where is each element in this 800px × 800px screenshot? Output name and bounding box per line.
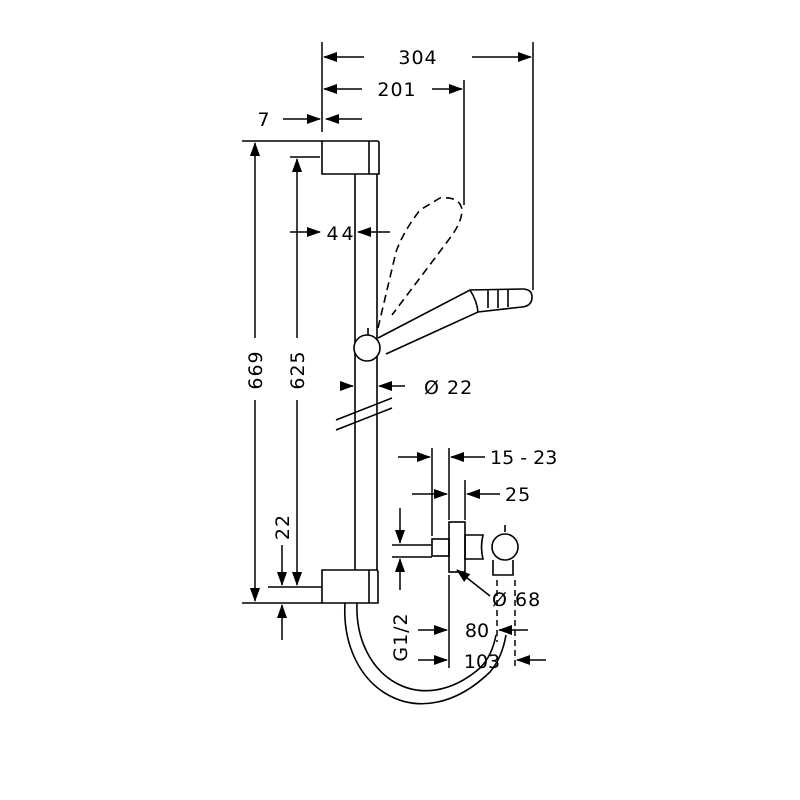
label-rail-spacing: 4 xyxy=(326,223,339,245)
label-holder-offset: 7 xyxy=(257,109,270,131)
rail-break-symbol xyxy=(335,397,393,431)
top-wall-holder xyxy=(321,140,380,175)
valve-thread xyxy=(431,538,450,557)
valve-body xyxy=(464,534,485,560)
label-thread: G1/2 xyxy=(390,612,412,661)
shower-hose-inner xyxy=(356,602,497,692)
label-outlet-distance: 80 xyxy=(465,620,489,642)
label-rail-diameter: Ø 22 xyxy=(424,377,473,399)
valve-rosette xyxy=(448,521,466,573)
valve-elbow xyxy=(491,533,519,561)
handshower-tilted-dashed xyxy=(377,196,463,329)
label-rail-gap: 4 xyxy=(341,223,354,245)
label-valve-depth: 25 xyxy=(505,484,531,506)
dim-dia68-leader xyxy=(456,569,491,597)
handshower-head-rim xyxy=(487,290,509,308)
dimension-labels: 304 201 7 4 4 669 625 22 Ø 22 15 - 23 25… xyxy=(245,47,557,673)
label-rail-height: 625 xyxy=(287,350,309,389)
bottom-wall-holder xyxy=(321,569,379,604)
handshower-head-face xyxy=(469,289,479,313)
valve-outlet xyxy=(492,560,514,576)
label-total-projection: 103 xyxy=(464,651,500,673)
slider-ball xyxy=(353,334,381,362)
label-overall-width: 304 xyxy=(398,47,437,69)
dimension-lines xyxy=(242,42,546,668)
handshower-handle xyxy=(377,288,533,355)
label-total-height: 669 xyxy=(245,350,267,389)
label-wall-distance-range: 15 - 23 xyxy=(490,447,557,469)
shower-set-outline xyxy=(321,140,533,705)
shower-hose-outer xyxy=(344,602,507,705)
label-handshower-reach: 201 xyxy=(377,79,416,101)
label-rosette-diameter: Ø 68 xyxy=(492,589,541,611)
label-bottom-offset: 22 xyxy=(272,514,294,540)
